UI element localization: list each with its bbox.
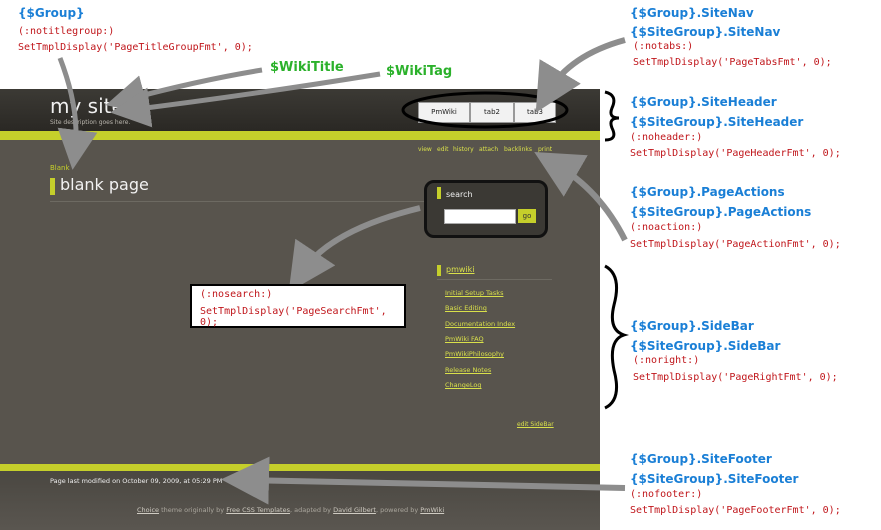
annot-nofooter: (:nofooter:)	[630, 489, 703, 500]
credit-pmwiki-link[interactable]: PmWiki	[420, 506, 445, 514]
sidebar-item-basic-editing[interactable]: Basic Editing	[445, 304, 487, 312]
annot-sitenav-a: {$Group}.SiteNav	[630, 6, 754, 20]
sidebar-title[interactable]: pmwiki	[446, 265, 475, 274]
annot-pageactions-b: {$SiteGroup}.PageActions	[630, 205, 812, 219]
annot-noright: (:noright:)	[633, 355, 700, 366]
search-marker	[437, 187, 441, 199]
site-preview: my site Site description goes here. PmWi…	[0, 89, 600, 530]
sidebar-item-documentation[interactable]: Documentation Index	[445, 320, 516, 328]
annot-siteheader-a: {$Group}.SiteHeader	[630, 95, 777, 109]
footer-accent-bar	[0, 464, 600, 471]
footer-credits: Choice theme originally by Free CSS Temp…	[137, 506, 444, 514]
annot-siteheader-b: {$SiteGroup}.SiteHeader	[630, 115, 804, 129]
siteheader-brace	[604, 90, 620, 142]
action-view[interactable]: view	[418, 146, 432, 153]
tab-tab2[interactable]: tab2	[470, 102, 514, 123]
credit-choice-link[interactable]: Choice	[137, 506, 160, 514]
sidebar-item-faq[interactable]: PmWiki FAQ	[445, 335, 484, 343]
title-marker	[50, 178, 55, 195]
search-input[interactable]	[444, 209, 516, 224]
credit-dg-link[interactable]: David Gilbert	[333, 506, 376, 514]
sidebar-item-philosophy[interactable]: PmWikiPhilosophy	[445, 350, 504, 358]
annot-action-call: SetTmplDisplay('PageActionFmt', 0);	[630, 239, 841, 250]
action-backlinks[interactable]: backlinks	[504, 146, 532, 153]
annot-wikititle: $WikiTitle	[270, 60, 344, 75]
tab-pmwiki[interactable]: PmWiki	[418, 102, 470, 123]
page-title: blank page	[60, 175, 149, 194]
tabs-outline	[401, 91, 569, 129]
annot-group: {$Group}	[18, 6, 85, 20]
annot-sidebar-a: {$Group}.SideBar	[630, 319, 754, 333]
credit-text-3: , powered by	[375, 506, 421, 514]
annot-footer-call: SetTmplDisplay('PageFooterFmt', 0);	[630, 505, 841, 516]
sidebar-item-initial-setup[interactable]: Initial Setup Tasks	[445, 289, 504, 297]
search-label: search	[446, 190, 473, 199]
annot-noaction: (:noaction:)	[630, 222, 703, 233]
credit-text-2: , adapted by	[289, 506, 334, 514]
annot-header-call: SetTmplDisplay('PageHeaderFmt', 0);	[630, 148, 841, 159]
search-go-button[interactable]: go	[518, 209, 536, 223]
annot-search-call: SetTmplDisplay('PageSearchFmt', 0);	[200, 306, 387, 328]
sidebar-marker	[437, 265, 441, 276]
sidebar-brace	[604, 264, 630, 410]
annot-notitlegroup: (:notitlegroup:)	[18, 26, 115, 37]
annot-sidebar-b: {$SiteGroup}.SideBar	[630, 339, 781, 353]
annot-tabs-call: SetTmplDisplay('PageTabsFmt', 0);	[633, 57, 832, 68]
header-accent-bar	[0, 131, 600, 140]
annot-titlegroup-call: SetTmplDisplay('PageTitleGroupFmt', 0);	[18, 42, 253, 53]
edit-sidebar-link[interactable]: edit SideBar	[517, 421, 554, 428]
action-edit[interactable]: edit	[437, 146, 449, 153]
sidebar-item-changelog[interactable]: ChangeLog	[445, 381, 482, 389]
annot-pageactions-a: {$Group}.PageActions	[630, 185, 785, 199]
action-attach[interactable]: attach	[479, 146, 499, 153]
annot-wikitag: $WikiTag	[386, 64, 453, 79]
credit-fct-link[interactable]: Free CSS Templates	[226, 506, 290, 514]
annot-sitefooter-b: {$SiteGroup}.SiteFooter	[630, 472, 799, 486]
annot-sitenav-b: {$SiteGroup}.SiteNav	[630, 25, 781, 39]
title-divider	[50, 201, 430, 202]
action-print[interactable]: print	[538, 146, 553, 153]
annot-nosearch: (:nosearch:)	[200, 289, 273, 300]
credit-text-1: theme originally by	[159, 506, 227, 514]
last-modified: Page last modified on October 09, 2009, …	[50, 477, 223, 485]
sidebar-divider	[437, 279, 552, 280]
sidebar-item-release-notes[interactable]: Release Notes	[445, 366, 492, 374]
site-tagline: Site description goes here.	[50, 119, 131, 126]
annot-notabs: (:notabs:)	[633, 41, 694, 52]
nosearch-annotation-box: (:nosearch:) SetTmplDisplay('PageSearchF…	[190, 284, 406, 328]
action-history[interactable]: history	[453, 146, 474, 153]
annot-sitefooter-a: {$Group}.SiteFooter	[630, 452, 772, 466]
annot-right-call: SetTmplDisplay('PageRightFmt', 0);	[633, 372, 838, 383]
annot-noheader: (:noheader:)	[630, 132, 703, 143]
